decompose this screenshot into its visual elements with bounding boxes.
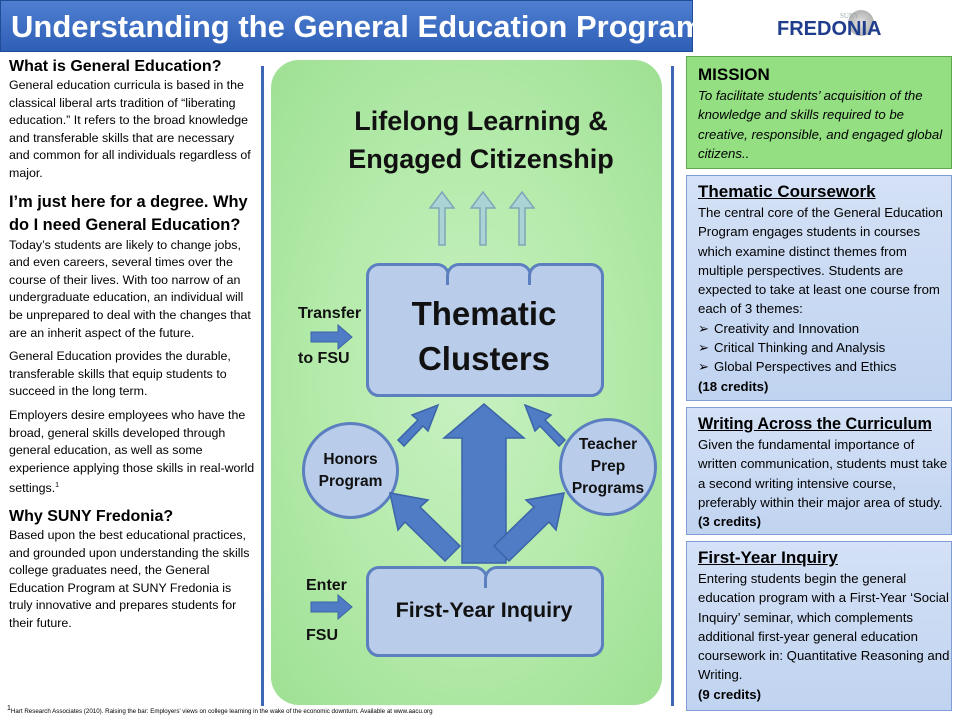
right-arrow-icon bbox=[310, 323, 353, 351]
thematic-coursework-box: Thematic Coursework The central core of … bbox=[686, 175, 952, 401]
theme-item: ➢Critical Thinking and Analysis bbox=[698, 338, 951, 357]
first-year-panel-base bbox=[366, 588, 604, 657]
goal-line-1: Lifelong Learning & bbox=[354, 106, 608, 136]
left-divider bbox=[261, 66, 264, 706]
theme-item: ➢Global Perspectives and Ethics bbox=[698, 357, 951, 376]
theme-label: Critical Thinking and Analysis bbox=[714, 340, 886, 356]
writing-body: Given the fundamental importance of writ… bbox=[698, 435, 951, 531]
cluster-panel-base bbox=[366, 285, 604, 397]
what-heading: What is General Education? bbox=[9, 58, 222, 75]
bullet-arrow-icon: ➢ bbox=[698, 359, 710, 375]
theme-item: ➢Creativity and Innovation bbox=[698, 319, 951, 338]
why-paragraph-1: Today’s students are likely to change jo… bbox=[9, 237, 251, 340]
writing-body-text: Given the fundamental importance of writ… bbox=[698, 437, 948, 510]
footnote-text: Hart Research Associates (2010). Raising… bbox=[10, 708, 433, 716]
why-heading: I’m just here for a degree. Why do I nee… bbox=[9, 192, 248, 234]
bullet-arrow-icon: ➢ bbox=[698, 320, 710, 336]
honors-program-circle: Honors Program bbox=[302, 422, 399, 519]
left-column: What is General Education? General educa… bbox=[9, 56, 257, 633]
clusters-line-2: Clusters bbox=[417, 340, 551, 377]
up-arrow-icon bbox=[508, 190, 536, 246]
thematic-body: The central core of the General Educatio… bbox=[698, 205, 943, 317]
seal-icon bbox=[848, 10, 874, 36]
writing-credits: (3 credits) bbox=[698, 514, 762, 530]
writing-box: Writing Across the Curriculum Given the … bbox=[686, 407, 952, 535]
thematic-heading: Thematic Coursework bbox=[698, 182, 876, 201]
page-title: Understanding the General Education Prog… bbox=[0, 0, 703, 52]
clusters-line-1: Thematic bbox=[411, 295, 557, 332]
teacher-line-1: Teacher bbox=[578, 436, 638, 453]
teacher-line-3: Programs bbox=[571, 480, 645, 497]
what-body: General education curricula is based in … bbox=[9, 78, 251, 180]
diagonal-arrow-icon bbox=[492, 492, 565, 563]
first-year-box: First-Year Inquiry Entering students beg… bbox=[686, 541, 952, 711]
suny-body: Based upon the best educational practice… bbox=[9, 528, 250, 630]
bullet-arrow-icon: ➢ bbox=[698, 340, 710, 356]
teacher-prep-circle: Teacher Prep Programs bbox=[559, 418, 657, 516]
thematic-credits: (18 credits) bbox=[698, 378, 769, 394]
fredonia-logo: SUNY FREDONIA bbox=[776, 4, 881, 44]
thematic-clusters-label: Thematic Clusters bbox=[368, 291, 600, 381]
logo-wordmark: FREDONIA bbox=[777, 18, 882, 40]
enter-label-1: Enter bbox=[306, 577, 347, 594]
footnote-marker: 1 bbox=[7, 705, 11, 712]
theme-label: Creativity and Innovation bbox=[714, 320, 860, 336]
writing-heading: Writing Across the Curriculum bbox=[698, 415, 932, 433]
right-arrow-icon bbox=[310, 593, 353, 621]
first-year-body: Entering students begin the general educ… bbox=[698, 571, 950, 683]
honors-line-1: Honors bbox=[323, 450, 378, 468]
honors-line-2: Program bbox=[318, 472, 383, 490]
diagonal-arrow-icon bbox=[396, 403, 440, 448]
diagonal-arrow-icon bbox=[389, 492, 462, 563]
why-paragraph-3-text: Employers desire employees who have the … bbox=[9, 407, 255, 496]
mission-box: MISSION To facilitate students’ acquisit… bbox=[686, 56, 952, 169]
footnote: 1Hart Research Associates (2010). Raisin… bbox=[7, 705, 607, 716]
theme-label: Global Perspectives and Ethics bbox=[714, 359, 897, 375]
goal-line-2: Engaged Citizenship bbox=[348, 144, 614, 174]
why-paragraph-3: Employers desire employees who have the … bbox=[9, 407, 257, 498]
up-arrow-icon bbox=[428, 190, 456, 246]
logo-suny-text: SUNY bbox=[840, 12, 860, 20]
first-year-label: First-Year Inquiry bbox=[395, 598, 573, 622]
suny-heading: Why SUNY Fredonia? bbox=[9, 508, 174, 525]
transfer-label-1: Transfer bbox=[298, 305, 362, 322]
enter-label-2: FSU bbox=[306, 627, 338, 644]
teacher-line-2: Prep bbox=[590, 458, 626, 475]
right-divider bbox=[671, 66, 674, 706]
first-year-heading: First-Year Inquiry bbox=[698, 548, 838, 567]
footnote-ref: 1 bbox=[55, 482, 60, 490]
transfer-label-2: to FSU bbox=[298, 350, 350, 367]
mission-body: To facilitate students’ acquisition of t… bbox=[698, 88, 943, 161]
mission-heading: MISSION bbox=[698, 65, 770, 84]
first-year-credits: (9 credits) bbox=[698, 686, 762, 702]
goal-title: Lifelong Learning & Engaged Citizenship bbox=[271, 102, 691, 178]
up-arrow-icon bbox=[469, 190, 497, 246]
diagonal-arrow-icon bbox=[523, 403, 567, 448]
why-paragraph-2: General Education provides the durable, … bbox=[9, 349, 231, 399]
